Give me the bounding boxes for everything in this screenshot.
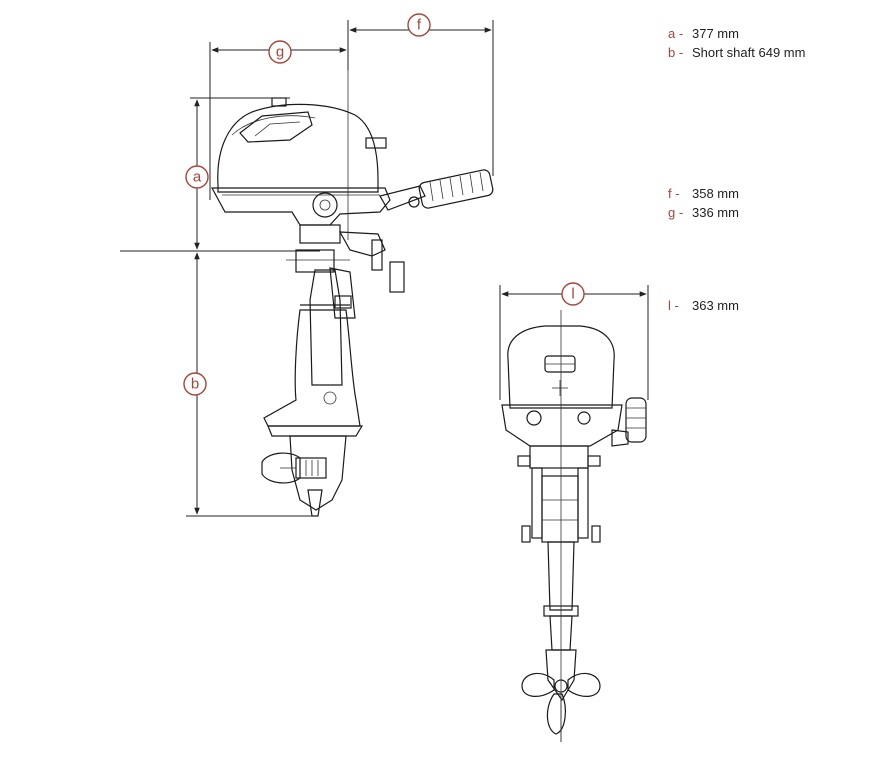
legend-value-g: 336 mm (692, 205, 739, 220)
legend-key-l: l - (668, 298, 679, 313)
legend-value-f: 358 mm (692, 186, 739, 201)
legend-key-f: f - (668, 186, 680, 201)
dimension-a (120, 97, 320, 252)
legend-value-l: 363 mm (692, 298, 739, 313)
legend-key-g: g - (668, 205, 684, 220)
badge-l-label: l (571, 286, 574, 303)
front-view-motor (501, 325, 647, 742)
dimension-g (209, 42, 347, 200)
legend-key-a: a - (668, 26, 684, 41)
legend-item-g: g - 336 mm (668, 205, 739, 220)
badge-b-label: b (191, 376, 199, 393)
badge-g: g (268, 40, 292, 64)
badge-g-label: g (276, 44, 284, 61)
badge-f-label: f (417, 17, 422, 34)
badge-b: b (183, 372, 207, 396)
badge-l: l (561, 282, 585, 306)
legend-item-b: b - Short shaft 649 mm (668, 45, 805, 60)
legend-item-a: a - 377 mm (668, 26, 739, 41)
legend-value-a: 377 mm (692, 26, 739, 41)
dimension-f (347, 20, 494, 176)
badge-f: f (407, 13, 431, 37)
badge-a-label: a (193, 169, 202, 186)
legend-key-b: b - (668, 45, 684, 60)
legend-item-l: l - 363 mm (668, 298, 739, 313)
badge-a: a (185, 165, 209, 189)
legend-item-f: f - 358 mm (668, 186, 739, 201)
legend-value-b: Short shaft 649 mm (692, 45, 806, 60)
side-view-motor (210, 97, 494, 517)
